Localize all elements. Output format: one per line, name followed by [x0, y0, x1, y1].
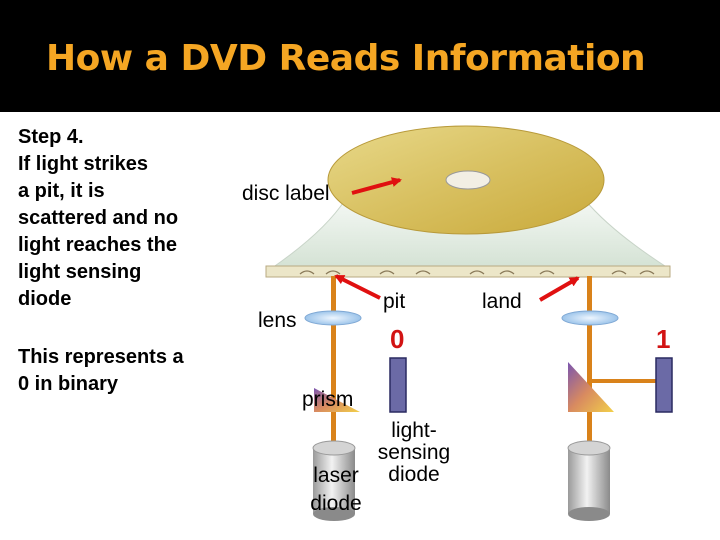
- land-beam: [587, 276, 592, 446]
- track-strip: [265, 265, 671, 278]
- pit-arrow: [334, 274, 381, 300]
- disc-label-arrow: [351, 177, 402, 195]
- light-sensor-land: [655, 357, 673, 413]
- pit-caption: pit: [383, 290, 406, 313]
- reflected-beam: [590, 379, 656, 383]
- prism-icon: [568, 362, 614, 412]
- pit-beam: [331, 276, 336, 446]
- title-bar: How a DVD Reads Information: [0, 0, 720, 112]
- light-sensor-pit: [389, 357, 407, 413]
- laser-diode-icon: [312, 440, 356, 521]
- step-description: Step 4. If light strikes a pit, it is sc…: [18, 126, 179, 310]
- disc-hub: [445, 170, 491, 190]
- land-arrow: [538, 276, 580, 302]
- disc-track: [265, 265, 671, 278]
- laser-diode-icon: [567, 440, 611, 521]
- pit-reader: [304, 276, 407, 521]
- land-value: 1: [656, 324, 671, 354]
- dvd-disc: [327, 125, 605, 235]
- laser-diode-caption: laser diode: [310, 464, 362, 515]
- binary-description: This represents a 0 in binary: [18, 346, 184, 395]
- prism-icon: [314, 388, 360, 412]
- slide-title: How a DVD Reads Information: [46, 38, 646, 79]
- lens-icon: [561, 310, 619, 326]
- disc-label-caption: disc label: [242, 182, 330, 205]
- light-sensing-diode-caption: light- sensing diode: [377, 419, 451, 486]
- land-caption: land: [482, 290, 522, 313]
- pit-value: 0: [390, 324, 405, 354]
- land-reader: [561, 276, 673, 521]
- lens-icon: [304, 310, 362, 326]
- lens-caption: lens: [258, 309, 297, 332]
- track-pits: [299, 270, 655, 275]
- prism-caption: prism: [302, 388, 354, 411]
